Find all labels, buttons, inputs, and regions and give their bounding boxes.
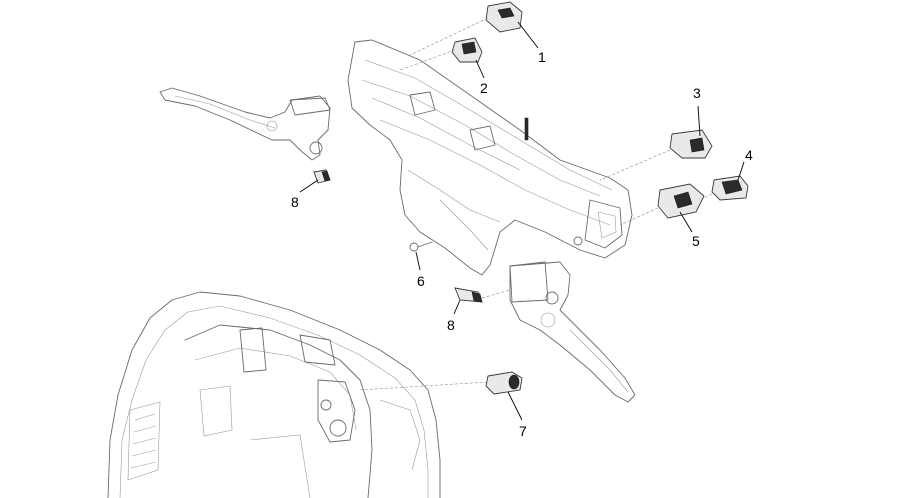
- front-shield-housing: [107, 291, 489, 498]
- switch-part-3: [599, 129, 713, 181]
- right-brake-lever: [509, 261, 636, 403]
- switch-part-4: [711, 175, 749, 201]
- socket-part-7: [485, 371, 523, 395]
- switch-part-1: [485, 1, 523, 33]
- callout-5: 5: [692, 233, 700, 249]
- callout-1: 1: [538, 49, 546, 65]
- brake-switch-right: [454, 287, 511, 303]
- screw: [409, 241, 433, 252]
- callout-8-left: 8: [291, 194, 299, 210]
- callout-7: 7: [519, 423, 527, 439]
- callout-8-right: 8: [447, 317, 455, 333]
- switch-part-5: [619, 183, 713, 226]
- leader-lines: [299, 21, 745, 421]
- callout-6: 6: [417, 273, 425, 289]
- handlebar-housing: [347, 39, 633, 276]
- switch-part-2: [399, 17, 489, 71]
- callout-3: 3: [693, 85, 701, 101]
- callout-labels: 1 2 3 4 5 6 7 8 8: [291, 49, 753, 439]
- callout-4: 4: [745, 147, 753, 163]
- brake-switch-left: [313, 169, 331, 184]
- left-brake-lever: [159, 87, 331, 161]
- callout-2: 2: [480, 80, 488, 96]
